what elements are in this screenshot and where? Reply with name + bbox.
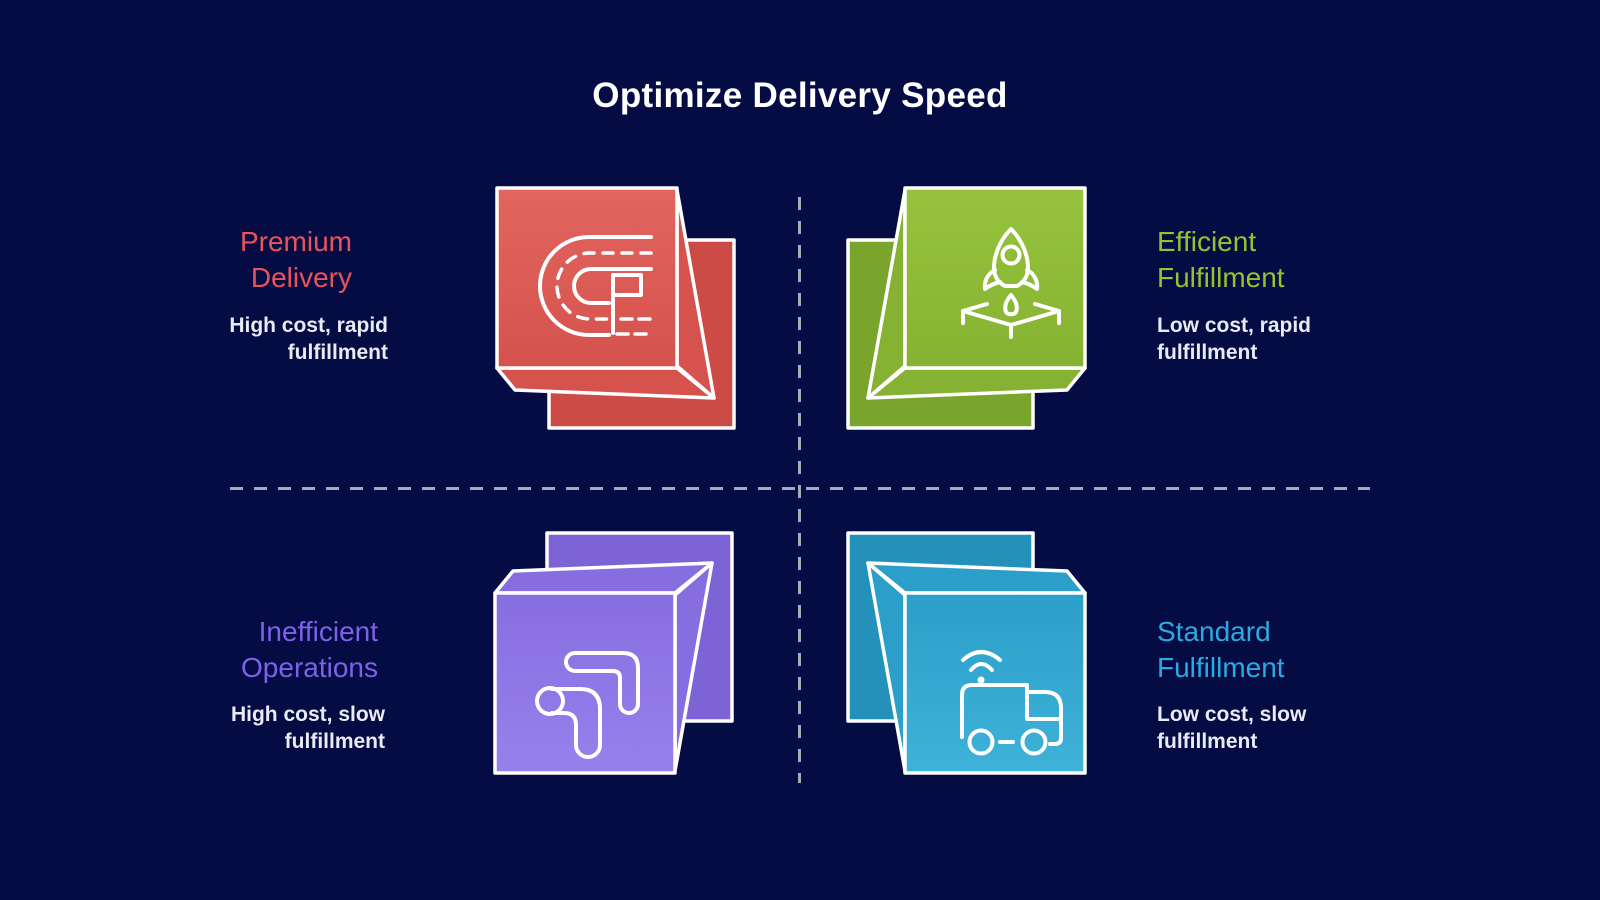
speed-dashes (615, 317, 652, 336)
delivery-truck-icon (960, 650, 1063, 756)
quadrant-subtitle-efficient-fulfillment: Low cost, rapid fulfillment (1157, 314, 1312, 364)
route-elbow-large (564, 651, 640, 715)
page-title: Optimize Delivery Speed (592, 76, 1008, 115)
cube-bottom-flap (866, 366, 1087, 400)
cube-graphic (846, 531, 1087, 775)
quadrant-title-inefficient-operations: Inefficient Operations (241, 616, 378, 683)
route-node-circle (535, 686, 565, 716)
quadrant-subtitle-inefficient-operations: High cost, slow fulfillment (230, 703, 385, 753)
rocket-body (992, 227, 1030, 288)
cube-graphic (846, 186, 1087, 430)
quadrant-subtitle-standard-fulfillment: Low cost, slow fulfillment (1157, 703, 1307, 753)
cube-top-flap (493, 561, 714, 595)
efficient-fulfillment-cube (845, 183, 1095, 433)
vertical-axis-line (798, 197, 801, 783)
cube-front-face (493, 591, 677, 775)
cube-3d-shape (495, 186, 736, 430)
standard-fulfillment-cube (845, 528, 1095, 778)
quadrant-title-standard-fulfillment: Standard Fulfillment (1157, 616, 1285, 683)
truck-wheel-rear (967, 728, 995, 756)
route-arrows-icon (535, 651, 640, 759)
route-elbow-small (550, 687, 602, 759)
rocket-flame (1003, 293, 1019, 317)
rocket-launch-icon (961, 227, 1061, 339)
wifi-arcs (961, 650, 1002, 672)
wifi-dot (977, 676, 985, 684)
quadrant-title-efficient-fulfillment: Efficient Fulfillment (1157, 226, 1285, 293)
cube-top-flap (866, 561, 1087, 595)
inefficient-operations-cube (485, 528, 735, 778)
rocket-fin-right (1020, 268, 1040, 291)
cube-graphic (493, 531, 734, 775)
road-outer-edge (538, 235, 653, 337)
launch-platform (961, 302, 1061, 339)
premium-delivery-cube (487, 183, 737, 433)
truck-wheel-front (1020, 728, 1048, 756)
cube-graphic (495, 186, 736, 430)
road-center-dashes (555, 251, 653, 321)
racetrack-flag-icon (538, 235, 653, 337)
cube-3d-shape (846, 531, 1087, 775)
quadrant-title-premium-delivery: Premium Delivery (239, 226, 352, 293)
cube-front-face (495, 186, 679, 370)
road-inner-edge (572, 267, 653, 305)
quadrant-subtitle-premium-delivery: High cost, rapid fulfillment (229, 314, 388, 364)
rocket-window (1000, 244, 1022, 266)
cube-3d-shape (493, 531, 734, 775)
truck-body (960, 683, 1063, 746)
rocket-fin-left (982, 268, 1002, 291)
finish-flag (611, 273, 643, 297)
cube-bottom-flap (495, 366, 716, 400)
